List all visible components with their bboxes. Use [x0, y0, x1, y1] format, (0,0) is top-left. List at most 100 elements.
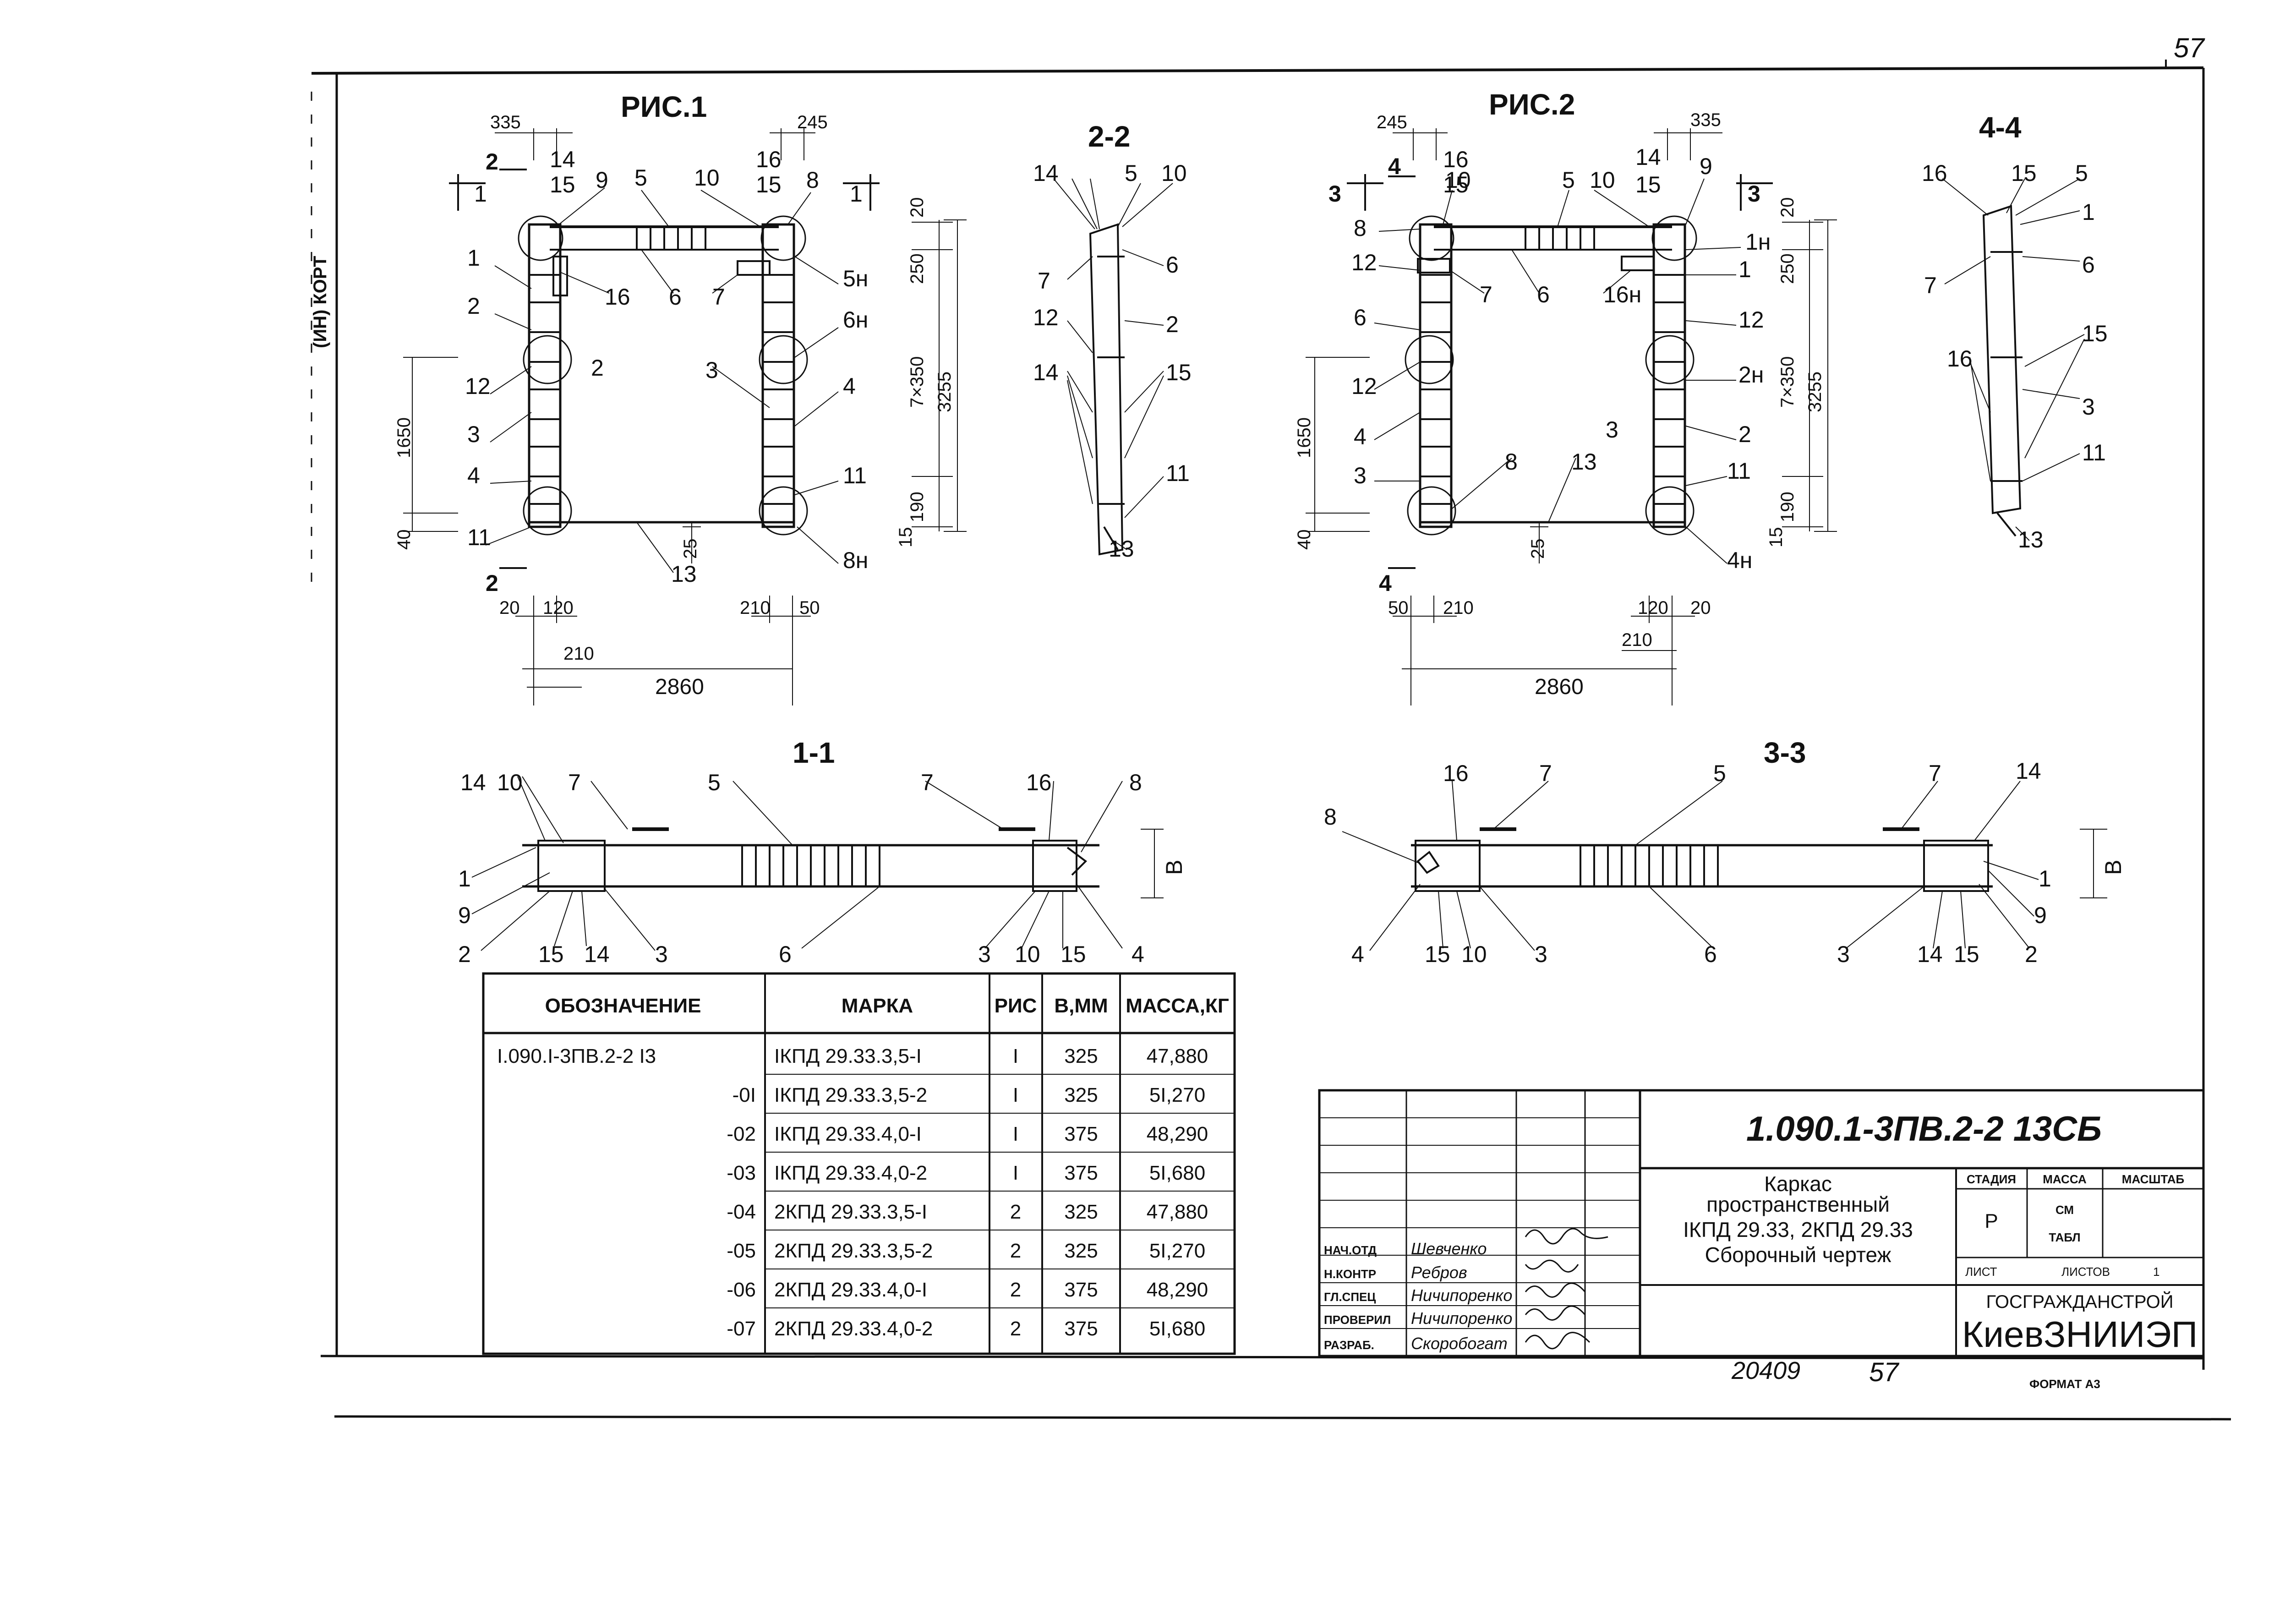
callout: 2 — [1166, 312, 1179, 337]
callout: 15 — [1443, 172, 1469, 197]
table-cell: 375 — [1064, 1279, 1098, 1301]
callout: 1 — [2082, 199, 2095, 225]
fig1-dim-25: 25 — [680, 539, 700, 559]
callout: 16 — [756, 147, 782, 172]
side-note: (ИН) КОРТ — [310, 256, 330, 348]
table-cell: IКПД 29.33.4,0-2 — [774, 1162, 927, 1184]
callout: 6 — [1537, 282, 1550, 307]
org-line-1: ГОСГРАЖДАНСТРОЙ — [1986, 1291, 2173, 1312]
table-cell: 375 — [1064, 1162, 1098, 1184]
callout: 10 — [1015, 941, 1040, 967]
callout: 3 — [705, 357, 718, 383]
fig1-dim-b50: 50 — [799, 598, 820, 618]
signer-role: ПРОВЕРИЛ — [1324, 1313, 1391, 1327]
table-cell: 2КПД 29.33.4,0-I — [774, 1279, 927, 1301]
fig2-dim-1650: 1650 — [1294, 417, 1314, 458]
callout: 4н — [1727, 547, 1752, 573]
callout: 5 — [634, 165, 647, 191]
callout: 15 — [1954, 941, 1979, 967]
footer-page-number: 57 — [1869, 1357, 1900, 1387]
table-cell: 5I,680 — [1149, 1162, 1205, 1184]
fig2-mark-4b: 4 — [1379, 570, 1392, 596]
callout: 9 — [1700, 153, 1712, 179]
callout: 11 — [1727, 458, 1751, 484]
callout: 1 — [458, 866, 471, 891]
callout: 7 — [1929, 760, 1941, 786]
figure-1: РИС.1 — [394, 90, 967, 705]
table-cell: I — [1013, 1123, 1018, 1145]
callout: 8 — [1324, 804, 1337, 830]
callout: 7 — [1924, 273, 1937, 298]
fig2-frame — [1405, 215, 1697, 536]
callout: 14 — [1033, 160, 1059, 186]
fig1-dim-b120: 120 — [543, 598, 574, 618]
fig2-title: РИС.2 — [1489, 88, 1575, 121]
fig1-callouts: 9 5 10 8 1 16 6 7 5н 2 2 6н 12 3 4 3 4 1… — [465, 147, 868, 587]
stage-value: Р — [1984, 1210, 1998, 1232]
fig2-dim-b20: 20 — [1690, 598, 1711, 618]
callout: 3 — [2082, 394, 2095, 420]
fig1-dim-b20: 20 — [499, 598, 520, 618]
table-cell: I.090.I-3ПВ.2-2 I3 — [497, 1045, 656, 1067]
callout: 1 — [467, 245, 480, 271]
sheets-value: 1 — [2153, 1265, 2159, 1279]
fig2-dimensions — [1306, 128, 1837, 705]
table-cell: 47,880 — [1147, 1201, 1208, 1223]
section-2-2: 2-2 14 5 10 6 7 12 2 14 15 11 13 — [1033, 120, 1192, 562]
callout: 5 — [1713, 760, 1726, 786]
sec11-title: 1-1 — [793, 736, 835, 769]
table-cell: 2 — [1010, 1318, 1021, 1340]
callout: 14 — [550, 147, 575, 172]
table-cell: 5I,270 — [1149, 1240, 1205, 1262]
fig2-leaders — [1374, 178, 1741, 564]
table-cell: 325 — [1064, 1201, 1098, 1223]
callout: 14 — [460, 770, 486, 795]
inventory-number: 20409 — [1731, 1357, 1800, 1384]
section-4-4: 4-4 16 15 5 1 6 7 15 16 3 11 13 — [1922, 111, 2108, 552]
fig1-frame — [518, 215, 808, 536]
callout: 11 — [2082, 440, 2106, 465]
fig1-dim-7x350: 7×350 — [907, 356, 927, 408]
callout: 4 — [843, 373, 856, 399]
title-block: 1.090.1-3ПВ.2-2 13СБ Каркас пространстве… — [1318, 1089, 2205, 1357]
spec-header-mass: МАССА,КГ — [1126, 995, 1229, 1017]
callout: 8н — [843, 547, 868, 573]
fig2-dim-b120: 120 — [1638, 598, 1668, 618]
callout: 10 — [1445, 167, 1471, 193]
fig2-dim-b210a: 210 — [1443, 598, 1474, 618]
table-cell: 2 — [1010, 1201, 1021, 1223]
callout: 16 — [1922, 160, 1947, 186]
fig1-dim-40: 40 — [394, 530, 414, 550]
fig2-dim-335: 335 — [1690, 110, 1721, 130]
fig1-dim-b210a: 210 — [563, 644, 594, 664]
callout: 3 — [1354, 463, 1367, 488]
fig2-dim-20: 20 — [1777, 197, 1798, 218]
callout: 13 — [2018, 527, 2044, 552]
callout: 4 — [1351, 941, 1364, 967]
signer-name: Ничипоренко — [1411, 1286, 1512, 1305]
table-cell: IКПД 29.33.3,5-I — [774, 1045, 922, 1067]
callout: 14 — [584, 941, 610, 967]
fig1-dim-335: 335 — [490, 112, 521, 132]
callout: 2 — [2025, 941, 2038, 967]
callout: 10 — [1161, 160, 1187, 186]
signer-role: ГЛ.СПЕЦ — [1324, 1290, 1376, 1304]
fig2-mark-3b: 3 — [1748, 181, 1760, 207]
fig1-dim-190: 190 — [907, 492, 927, 522]
table-cell: 48,290 — [1147, 1279, 1208, 1301]
sec33-title: 3-3 — [1764, 736, 1806, 769]
callout: 7 — [568, 770, 581, 795]
fig1-dim-20: 20 — [907, 197, 927, 218]
callout: 1н — [1745, 229, 1771, 255]
table-cell: 2КПД 29.33.3,5-2 — [774, 1240, 933, 1262]
callout: 10 — [694, 165, 720, 191]
table-cell: I — [1013, 1045, 1018, 1067]
fig2-dim-15: 15 — [1766, 527, 1786, 548]
scale-header: МАСШТАБ — [2122, 1172, 2184, 1186]
stage-header: СТАДИЯ — [1967, 1172, 2016, 1186]
sec22-title: 2-2 — [1088, 120, 1131, 153]
table-cell: -06 — [727, 1279, 756, 1301]
callout: 3 — [655, 941, 668, 967]
sec44-title: 4-4 — [1979, 111, 2022, 144]
